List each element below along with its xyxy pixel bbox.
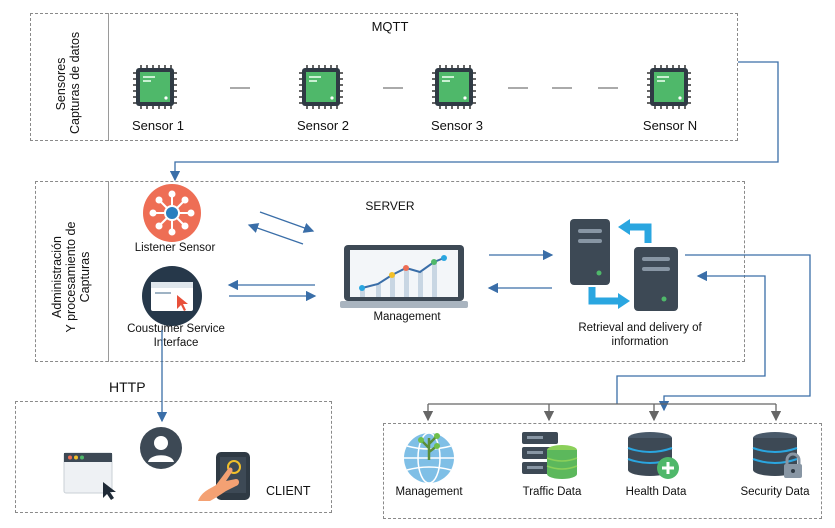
server-section <box>35 181 745 362</box>
sensor-1-label: Sensor 1 <box>131 118 185 133</box>
management-label: Management <box>373 311 441 323</box>
server-sync-icon <box>566 215 686 313</box>
listener-sensor-label: Listener Sensor <box>134 242 216 254</box>
customer-service-icon <box>141 265 203 327</box>
http-label: HTTP <box>109 379 146 395</box>
security-data-label: Security Data <box>740 486 810 498</box>
health-data-label: Health Data <box>625 486 687 498</box>
mqtt-label: MQTT <box>371 19 409 34</box>
management-laptop-icon <box>340 244 468 310</box>
health-data-icon <box>626 430 682 482</box>
traffic-data-icon <box>520 430 580 482</box>
client-label: CLIENT <box>266 484 311 498</box>
sensors-section <box>30 13 738 141</box>
sensor-1-chip-icon <box>133 65 177 109</box>
mobile-touch-icon <box>196 451 258 501</box>
sensor-2-label: Sensor 2 <box>296 118 350 133</box>
storage-management-label: Management <box>395 486 463 498</box>
customer-service-label: Coustumer Service Interface <box>127 323 225 349</box>
sensors-divider <box>108 13 109 141</box>
sensor-n-label: Sensor N <box>642 118 698 133</box>
server-title: SERVER <box>365 199 415 213</box>
server-divider <box>108 181 109 362</box>
sensor-n-chip-icon <box>647 65 691 109</box>
storage-section <box>383 423 822 519</box>
sensor-3-chip-icon <box>432 65 476 109</box>
user-avatar-icon <box>135 426 187 470</box>
sensor-3-label: Sensor 3 <box>430 118 484 133</box>
traffic-data-label: Traffic Data <box>522 486 582 498</box>
management-globe-icon <box>401 430 457 484</box>
retrieval-label: Retrieval and delivery of information <box>578 322 702 348</box>
client-section <box>15 401 332 513</box>
security-data-icon <box>751 430 807 482</box>
browser-window-icon <box>63 452 123 500</box>
listener-sensor-icon <box>142 183 202 243</box>
sensor-2-chip-icon <box>299 65 343 109</box>
